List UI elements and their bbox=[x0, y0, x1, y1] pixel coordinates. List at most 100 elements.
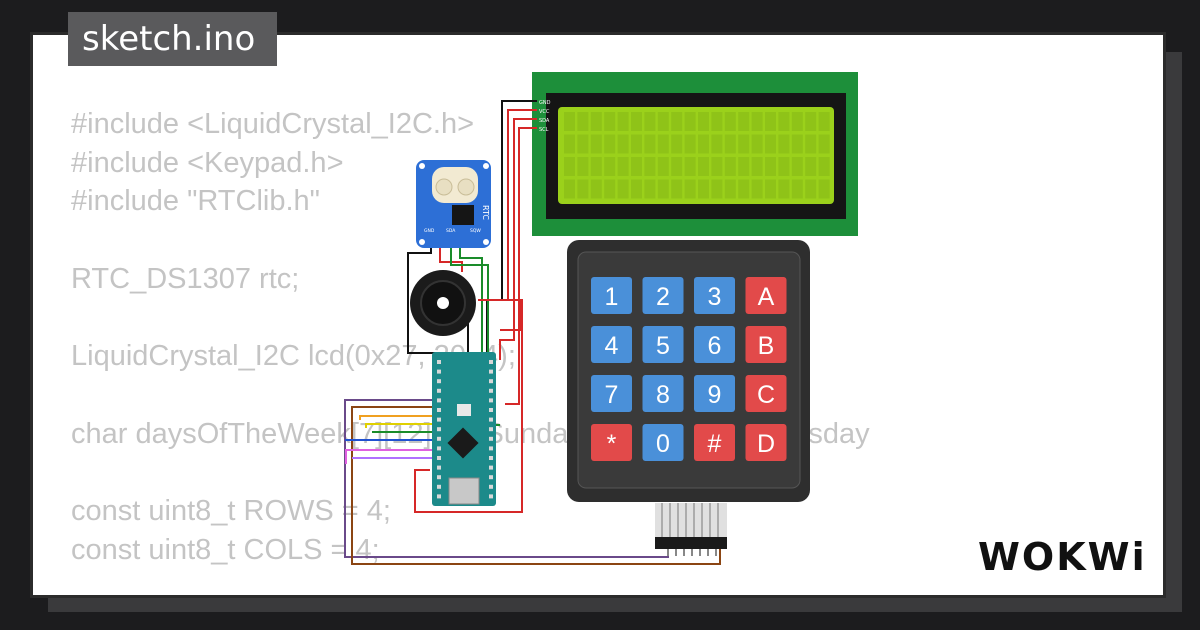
lcd-char-cell bbox=[738, 112, 750, 131]
lcd-char-cell bbox=[657, 157, 669, 176]
nano-pin bbox=[437, 446, 441, 451]
lcd-char-cell bbox=[671, 157, 683, 176]
keypad-key-label: 8 bbox=[656, 381, 670, 409]
keypad-key-label: B bbox=[758, 332, 775, 360]
keypad-key-label: A bbox=[758, 283, 775, 311]
keypad-key[interactable]: 7 bbox=[591, 375, 632, 412]
rtc-module[interactable]: RTC GND SDA SQW bbox=[416, 160, 491, 248]
lcd-char-cell bbox=[738, 179, 750, 199]
keypad-key-face[interactable] bbox=[591, 375, 632, 412]
lcd-char-cell bbox=[577, 112, 589, 131]
keypad-key-face[interactable] bbox=[694, 424, 735, 461]
keypad-key-face[interactable] bbox=[642, 424, 684, 461]
keypad-key-label: 1 bbox=[605, 283, 619, 311]
lcd-char-cell bbox=[818, 157, 830, 176]
keypad-key-face[interactable] bbox=[745, 375, 787, 412]
keypad-key[interactable]: 8 bbox=[642, 375, 684, 412]
keypad-key[interactable]: # bbox=[694, 424, 735, 461]
lcd-char-cell bbox=[564, 157, 575, 176]
nano-pin bbox=[489, 465, 493, 470]
keypad-key-face[interactable] bbox=[642, 277, 684, 314]
code-line: #include <LiquidCrystal_I2C.h> bbox=[71, 108, 475, 140]
lcd-char-cell bbox=[644, 179, 656, 199]
keypad-key[interactable]: 0 bbox=[642, 424, 684, 461]
lcd-char-cell bbox=[671, 179, 683, 199]
keypad-key-face[interactable] bbox=[591, 326, 632, 363]
code-line: #include "RTClib.h" bbox=[71, 185, 320, 218]
keypad-key[interactable]: B bbox=[745, 326, 787, 363]
keypad-key[interactable]: 9 bbox=[694, 375, 735, 412]
keypad-key[interactable]: A bbox=[745, 277, 787, 314]
code-line: const uint8_t COLS = 4; bbox=[71, 533, 380, 566]
keypad-key[interactable]: 2 bbox=[642, 277, 684, 314]
keypad-key[interactable]: 1 bbox=[591, 277, 632, 314]
svg-text:WOKWi: WOKWi bbox=[978, 535, 1147, 579]
keypad-key[interactable]: 3 bbox=[694, 277, 735, 314]
nano-pin bbox=[489, 388, 493, 393]
arduino-nano[interactable] bbox=[432, 352, 496, 506]
keypad-key[interactable]: D bbox=[745, 424, 787, 461]
lcd-char-grid bbox=[564, 112, 830, 199]
keypad-key-label: D bbox=[757, 430, 775, 458]
lcd-char-cell bbox=[564, 179, 575, 199]
lcd-char-cell bbox=[765, 179, 776, 199]
lcd-char-cell bbox=[657, 112, 669, 131]
svg-text:SCL: SCL bbox=[539, 127, 549, 133]
nano-pin bbox=[489, 436, 493, 441]
lcd-char-cell bbox=[684, 112, 696, 131]
keypad-key-label: 4 bbox=[605, 332, 619, 360]
lcd-char-cell bbox=[805, 179, 817, 199]
keypad-key-face[interactable] bbox=[694, 326, 735, 363]
keypad-key-face[interactable] bbox=[642, 326, 684, 363]
keypad-key-label: 3 bbox=[708, 283, 722, 311]
lcd-char-cell bbox=[818, 134, 830, 154]
keypad-key-face[interactable] bbox=[694, 277, 735, 314]
lcd-char-cell bbox=[564, 112, 575, 131]
code-preview: #include <LiquidCrystal_I2C.h>#include <… bbox=[71, 105, 870, 569]
keypad-key-label: 5 bbox=[656, 332, 670, 360]
keypad-header bbox=[655, 537, 727, 549]
keypad-key-label: C bbox=[757, 381, 775, 409]
lcd-char-cell bbox=[617, 179, 629, 199]
lcd-char-cell bbox=[791, 134, 803, 154]
keypad-key[interactable]: 5 bbox=[642, 326, 684, 363]
lcd-char-cell bbox=[644, 157, 656, 176]
keypad-key-face[interactable] bbox=[642, 375, 684, 412]
mcu-chip bbox=[447, 427, 479, 459]
keypad-key-face[interactable] bbox=[745, 277, 787, 314]
keypad-key[interactable]: 4 bbox=[591, 326, 632, 363]
lcd-char-cell bbox=[698, 157, 709, 176]
keypad-key-face[interactable] bbox=[745, 326, 787, 363]
lcd-display[interactable]: GND VCC SDA SCL bbox=[532, 72, 858, 236]
lcd-char-cell bbox=[698, 179, 709, 199]
keypad-key-face[interactable] bbox=[591, 277, 632, 314]
lcd-char-cell bbox=[765, 112, 776, 131]
nano-pin bbox=[489, 408, 493, 412]
lcd-char-cell bbox=[631, 157, 642, 176]
nano-pin bbox=[489, 484, 493, 489]
buzzer[interactable] bbox=[410, 270, 476, 336]
lcd-pin-labels: GND VCC SDA SCL bbox=[539, 100, 551, 133]
keypad-key[interactable]: C bbox=[745, 375, 787, 412]
lcd-char-cell bbox=[805, 134, 817, 154]
keypad-key-face[interactable] bbox=[591, 424, 632, 461]
keypad-key-face[interactable] bbox=[745, 424, 787, 461]
lcd-char-cell bbox=[577, 134, 589, 154]
lcd-char-cell bbox=[604, 179, 616, 199]
nano-pin bbox=[489, 475, 493, 480]
lcd-char-cell bbox=[791, 112, 803, 131]
nano-pin bbox=[437, 388, 441, 393]
keypad-key[interactable]: 6 bbox=[694, 326, 735, 363]
file-tab[interactable]: sketch.ino bbox=[68, 12, 278, 66]
lcd-char-cell bbox=[778, 179, 790, 199]
lcd-char-cell bbox=[684, 157, 696, 176]
nano-pin bbox=[437, 427, 441, 432]
nano-pin bbox=[489, 398, 493, 403]
keypad-key-label: 9 bbox=[708, 381, 722, 409]
keypad-key[interactable]: * bbox=[591, 424, 632, 461]
nano-pin-headers bbox=[437, 360, 493, 499]
lcd-char-cell bbox=[724, 179, 736, 199]
keypad-key-face[interactable] bbox=[694, 375, 735, 412]
